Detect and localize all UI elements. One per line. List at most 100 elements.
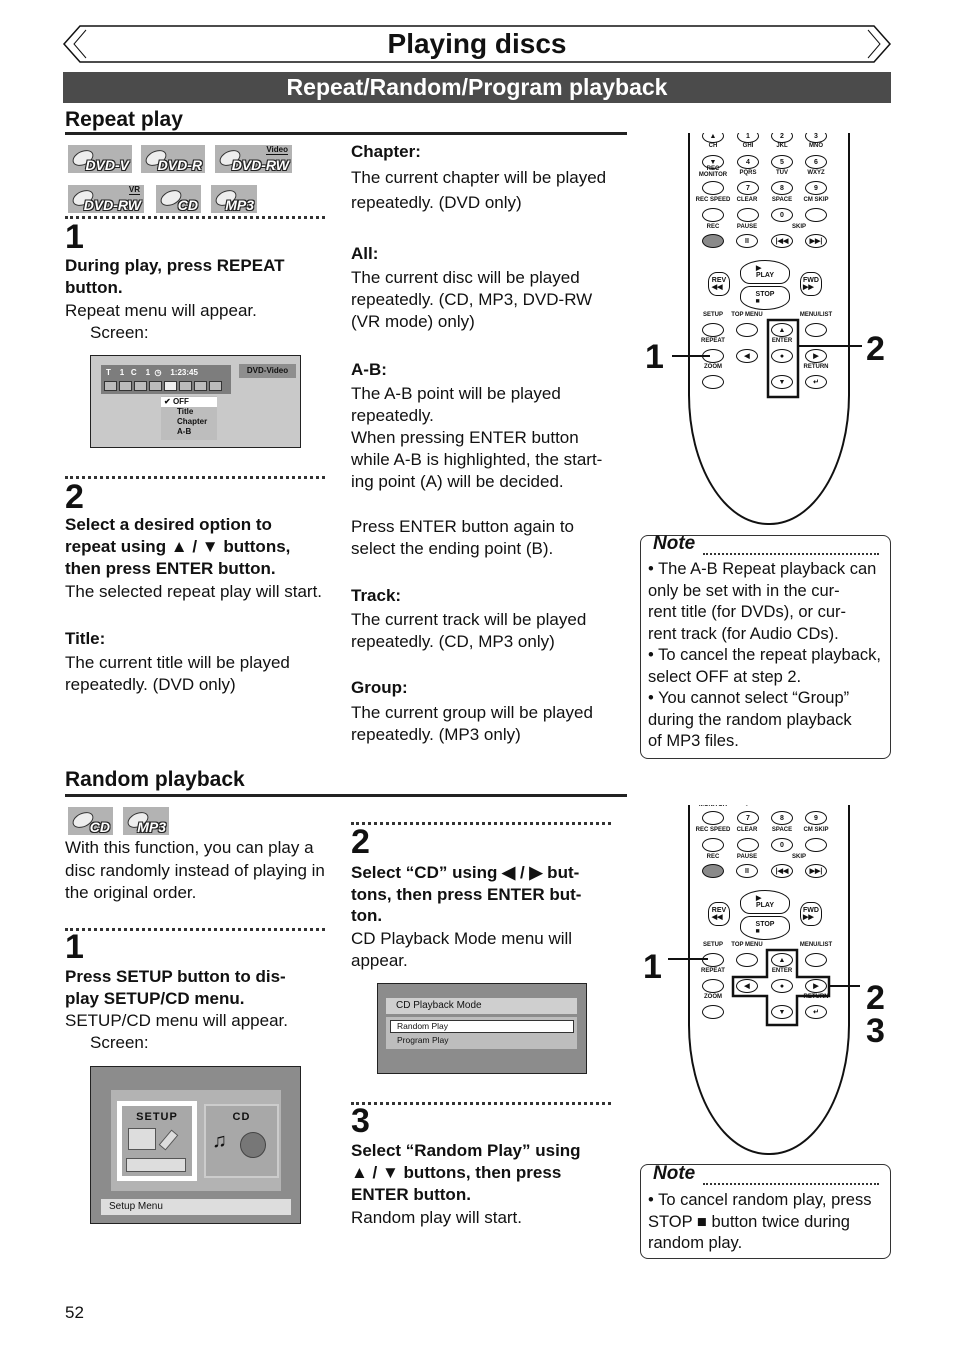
remote-label: MENU/LIST <box>799 312 833 318</box>
remote-label: GHI <box>742 143 754 149</box>
option-program-play[interactable]: Program Play <box>397 1035 449 1045</box>
enter-highlight <box>766 318 800 399</box>
remote-button[interactable] <box>702 375 724 389</box>
option-chapter[interactable]: Chapter <box>177 417 208 426</box>
remote-button[interactable] <box>702 979 724 993</box>
remote-label: TUV <box>776 170 788 176</box>
rev-button[interactable]: REV◀◀ <box>708 272 730 296</box>
rev-button[interactable]: REV◀◀ <box>708 902 730 926</box>
fwd-button[interactable]: FWD▶▶ <box>800 272 822 296</box>
fwd-button[interactable]: FWD▶▶ <box>800 902 822 926</box>
step-number: 1 <box>65 218 84 256</box>
remote-label: TOP MENU <box>731 942 763 948</box>
option-a-b[interactable]: A-B <box>177 427 192 436</box>
cd-playback-screen: CD Playback Mode Random Play Program Pla… <box>377 983 587 1074</box>
remote-button[interactable]: 1 <box>737 133 759 143</box>
remote-label: ZOOM <box>704 364 722 370</box>
remote-label: CLEAR <box>736 197 758 203</box>
step-instruction: Select “Random Play” using ▲ / ▼ buttons… <box>351 1141 581 1204</box>
remote-button[interactable]: ● <box>771 349 793 363</box>
repeat-dropdown[interactable]: ✔ OFF Title Chapter A-B <box>161 396 217 440</box>
option-off-label: OFF <box>172 397 189 406</box>
remote-button[interactable]: 8 <box>771 811 793 825</box>
remote-button[interactable] <box>737 208 759 222</box>
remote-label: SKIP <box>791 854 807 860</box>
remote-button[interactable]: ▶▶| <box>805 234 827 248</box>
cd-tile[interactable]: CD ♫ <box>204 1104 279 1178</box>
remote-button[interactable]: ▼ <box>771 375 793 389</box>
remote-button[interactable]: 4 <box>737 155 759 169</box>
remote-button[interactable] <box>805 838 827 852</box>
play-button[interactable]: ▶PLAY <box>740 260 790 284</box>
remote-label: REC <box>706 854 720 860</box>
remote-button[interactable] <box>805 323 827 337</box>
option-desc: Press ENTER button again to select the e… <box>351 517 575 558</box>
remote-button[interactable]: ▲ <box>771 323 793 337</box>
remote-button[interactable]: ↵ <box>805 1005 827 1019</box>
option-title[interactable]: Title <box>177 407 194 416</box>
remote-button[interactable] <box>702 1005 724 1019</box>
remote-button[interactable] <box>702 864 724 878</box>
step-instruction: During play, press REPEAT button. <box>65 256 285 297</box>
remote-button[interactable]: ▼ <box>771 1005 793 1019</box>
remote-button[interactable]: ▶ <box>805 979 827 993</box>
remote-button[interactable]: 7 <box>737 181 759 195</box>
remote-button[interactable]: 0 <box>771 838 793 852</box>
callout-2: 2 <box>866 979 885 1017</box>
remote-button[interactable] <box>702 953 724 967</box>
step-instruction: Select “CD” using ◀ / ▶ but- tons, then … <box>351 863 582 925</box>
remote-button[interactable]: 0 <box>771 208 793 222</box>
remote-body <box>688 133 850 525</box>
remote-button[interactable]: ▶▶| <box>805 864 827 878</box>
option-label: Group: <box>351 678 408 697</box>
remote-button[interactable] <box>805 953 827 967</box>
remote-button[interactable]: 2 <box>771 133 793 143</box>
remote-inner: ▲123▼4567890II|◀◀▶▶|▲◀●▶▼↵CHGHIJKLMNOREC… <box>640 805 890 1160</box>
remote-button[interactable]: 9 <box>805 811 827 825</box>
stop-button[interactable]: STOP■ <box>740 916 790 940</box>
remote-label: CM SKIP <box>803 197 829 203</box>
remote-button[interactable] <box>737 838 759 852</box>
remote-button[interactable] <box>702 323 724 337</box>
remote-button[interactable]: |◀◀ <box>771 864 793 878</box>
remote-button[interactable]: ◀ <box>736 349 758 363</box>
setup-tile[interactable]: SETUP <box>117 1101 197 1181</box>
setup-footer: Setup Menu <box>101 1199 291 1215</box>
option-label: Title: <box>65 629 106 648</box>
dotted-divider <box>65 216 325 219</box>
play-button[interactable]: ▶PLAY <box>740 890 790 914</box>
option-random-play[interactable]: Random Play <box>390 1020 574 1033</box>
remote-button[interactable]: 5 <box>771 155 793 169</box>
remote-button[interactable] <box>702 208 724 222</box>
remote-button[interactable]: ↵ <box>805 375 827 389</box>
remote-button[interactable]: ▶ <box>805 349 827 363</box>
remote-button[interactable]: ● <box>771 979 793 993</box>
remote-button[interactable]: II <box>736 234 758 248</box>
remote-button[interactable]: |◀◀ <box>771 234 793 248</box>
screen-label: Screen: <box>90 1033 149 1052</box>
remote-button[interactable]: ◀ <box>736 979 758 993</box>
remote-button[interactable]: ▲ <box>771 953 793 967</box>
remote-button[interactable]: 6 <box>805 155 827 169</box>
remote-button[interactable] <box>736 953 758 967</box>
remote-button[interactable]: 3 <box>805 133 827 143</box>
remote-button[interactable] <box>805 208 827 222</box>
remote-button[interactable]: 9 <box>805 181 827 195</box>
option-off[interactable]: ✔ OFF <box>161 397 217 407</box>
remote-button[interactable] <box>736 323 758 337</box>
step-result: SETUP/CD menu will appear. <box>65 1011 288 1030</box>
callout-3: 3 <box>866 1012 885 1050</box>
note-item: • The A-B Repeat playback can only be se… <box>648 560 877 643</box>
remote-button[interactable]: 7 <box>737 811 759 825</box>
remote-button[interactable]: ▼ <box>702 155 724 169</box>
remote-button[interactable] <box>702 838 724 852</box>
stop-button[interactable]: STOP■ <box>740 286 790 310</box>
remote-button[interactable]: 8 <box>771 181 793 195</box>
remote-button[interactable] <box>702 181 724 195</box>
remote-button[interactable] <box>702 234 724 248</box>
remote-button[interactable]: ▲ <box>702 133 724 143</box>
callout-2: 2 <box>866 330 885 368</box>
remote-button[interactable] <box>702 811 724 825</box>
remote-button[interactable]: II <box>736 864 758 878</box>
